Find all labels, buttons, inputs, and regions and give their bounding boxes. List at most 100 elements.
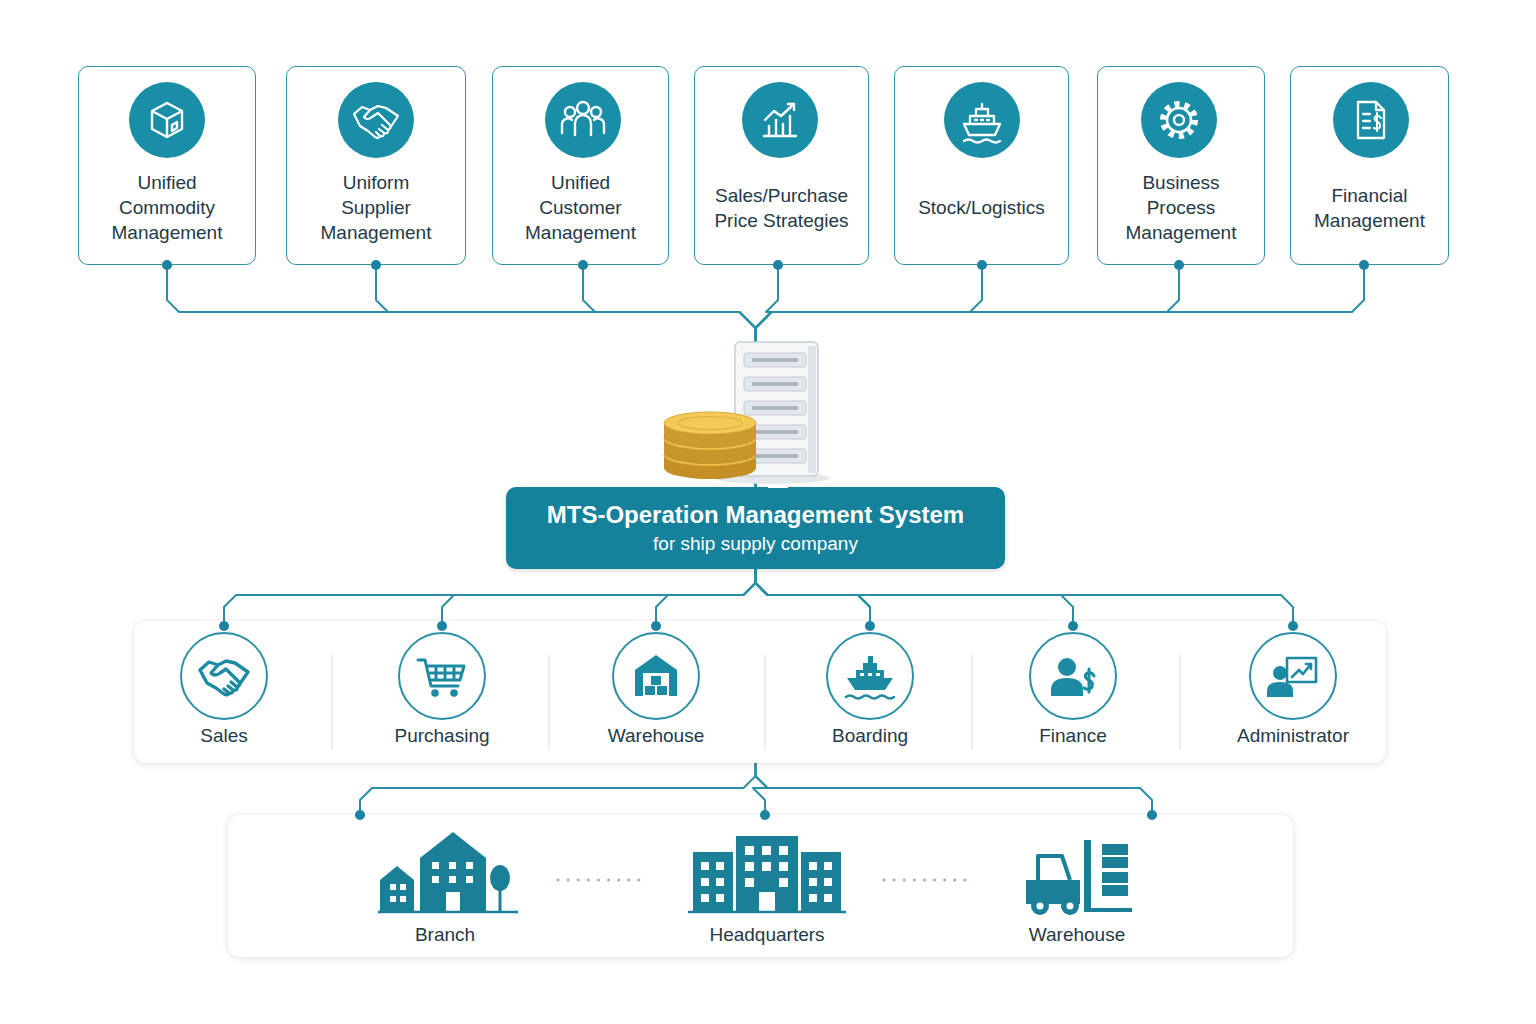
forklift-icon [1026, 840, 1132, 915]
role-node: Administrator [1203, 626, 1383, 756]
node-label: MTS-Operation Management System [547, 500, 964, 530]
coin-stack [664, 423, 756, 437]
warehouse-icon [613, 633, 699, 719]
module-box: Business Process Management [1097, 66, 1265, 265]
invoice-icon [1374, 113, 1381, 131]
node-label: Unified Customer Management [521, 170, 641, 245]
node-label: Administrator [1203, 725, 1383, 747]
connector-dot [578, 260, 588, 270]
warehouse-icon [651, 676, 661, 685]
sales-icon [200, 661, 248, 695]
gear-icon [1174, 115, 1184, 125]
module-box: Uniform Supplier Management [286, 66, 466, 265]
headquarters-icon [701, 878, 709, 886]
band-dividers [971, 655, 972, 750]
administrator-icon [1292, 664, 1311, 677]
people-icon [562, 118, 572, 133]
headquarters-icon [801, 852, 841, 912]
boarding-icon [846, 696, 894, 699]
branch-icon [449, 862, 456, 869]
node-label: Boarding [780, 725, 960, 747]
headquarters-icon [701, 846, 832, 912]
invoice-icon [1333, 82, 1409, 158]
text-block: Unified Commodity Management [79, 151, 255, 264]
connector [756, 569, 1294, 626]
server-illustration [714, 342, 830, 488]
administrator-icon [1287, 658, 1316, 682]
finance-icon [1051, 678, 1083, 696]
headquarters-icon [716, 894, 724, 902]
headquarters-icon [745, 862, 754, 871]
server-illustration [808, 346, 816, 473]
connector-dot [1174, 260, 1184, 270]
band-dividers [548, 655, 549, 750]
cart-icon [399, 633, 485, 719]
server-illustration [752, 358, 798, 362]
band-dividers [1179, 655, 1180, 750]
connector [756, 265, 983, 487]
connector [224, 569, 756, 626]
headquarters-icon [824, 894, 832, 902]
site-node: Branch [345, 815, 545, 945]
branch-icon [432, 862, 439, 869]
people-icon [577, 102, 589, 114]
node-label: Finance [983, 725, 1163, 747]
node-label: Purchasing [352, 725, 532, 747]
cart-icon [431, 689, 439, 697]
module-box: Stock/Logistics [894, 66, 1069, 265]
handshake-icon [354, 106, 398, 138]
connector [442, 569, 756, 626]
handshake-icon [338, 82, 414, 158]
role-node: Boarding [780, 626, 960, 756]
node-label: Stock/Logistics [902, 195, 1062, 220]
connector [656, 569, 756, 626]
warehouse-icon [613, 633, 699, 719]
branch-icon [490, 865, 510, 891]
connector-dot [162, 260, 172, 270]
connector-dot [865, 621, 875, 631]
node-label: Headquarters [667, 924, 867, 946]
server-illustration [744, 377, 806, 391]
server-illustration [744, 401, 806, 415]
connector-dot [773, 260, 783, 270]
connector [167, 265, 756, 487]
coin-stack [664, 412, 756, 479]
cart-icon [450, 689, 458, 697]
role-node: Finance [983, 626, 1163, 756]
branch-icon [466, 862, 473, 869]
connector-dot [1068, 621, 1078, 631]
dotted-separators [558, 879, 645, 882]
server-illustration [744, 449, 806, 463]
cart-icon [399, 633, 485, 719]
headquarters-icon [759, 892, 775, 912]
connector [376, 265, 756, 487]
forklift-icon [1084, 840, 1091, 912]
headquarters-icon [779, 878, 788, 887]
coin-stack [664, 412, 756, 434]
node-label: Sales/Purchase Price Strategies [707, 183, 857, 233]
roles-band [134, 621, 1386, 763]
forklift-icon [1067, 903, 1074, 910]
headquarters-icon [809, 862, 817, 870]
people-icon [562, 102, 604, 135]
server-illustration [752, 382, 798, 386]
people-icon [575, 115, 591, 135]
coin-stack [664, 439, 756, 453]
finance-icon [1030, 633, 1116, 719]
forklift-icon [1102, 855, 1128, 857]
branch-icon [432, 876, 439, 883]
warehouse-icon [657, 686, 667, 695]
connector-dot [1359, 260, 1369, 270]
connector-dots [162, 260, 1369, 820]
connector-dot [1288, 621, 1298, 631]
branch-icon [400, 884, 406, 890]
coin-stack [664, 444, 756, 466]
headquarters-icon [701, 862, 709, 870]
branch-icon [380, 866, 414, 912]
branch-icon [466, 876, 473, 883]
finance-icon [1030, 633, 1116, 719]
boarding-icon [827, 633, 913, 719]
connector-dot [219, 621, 229, 631]
connector [756, 265, 1365, 487]
chart-icon [764, 104, 796, 136]
